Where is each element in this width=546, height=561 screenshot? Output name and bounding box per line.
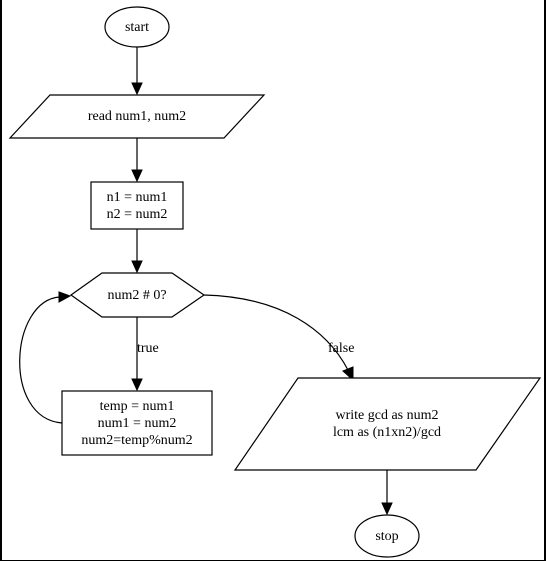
- edge-loop-cond: [19, 296, 63, 424]
- node-assign: n1 = num1 n2 = num2: [90, 181, 184, 230]
- arrowhead-cond-output: [342, 366, 354, 382]
- arrowhead-assign-cond: [131, 260, 143, 274]
- arrowhead-output-stop: [381, 502, 393, 516]
- node-start: start: [104, 6, 170, 48]
- node-stop: stop: [354, 514, 420, 558]
- node-read-input: read num1, num2: [8, 94, 266, 139]
- node-start-label: start: [125, 20, 149, 35]
- arrowhead-loop-cond: [58, 291, 72, 303]
- node-read-label: read num1, num2: [88, 109, 186, 124]
- node-loop-line-3: num2=temp%num2: [81, 433, 192, 448]
- node-assign-line-1: n1 = num1: [107, 190, 168, 205]
- edge-cond-output: [203, 294, 349, 371]
- edge-label-false: false: [328, 341, 354, 356]
- node-loop-line-1: temp = num1: [100, 399, 175, 414]
- edge-label-true: true: [137, 341, 159, 356]
- node-assign-line-2: n2 = num2: [107, 207, 168, 222]
- node-output-line-1: write gcd as num2: [335, 408, 438, 423]
- node-loop-body: temp = num1 num1 = num2 num2=temp%num2: [61, 390, 213, 456]
- node-stop-label: stop: [375, 529, 398, 544]
- node-condition: num2 # 0?: [69, 272, 206, 318]
- node-output: write gcd as num2 lcm as (n1xn2)/gcd: [233, 377, 542, 471]
- node-loop-line-2: num1 = num2: [98, 416, 177, 431]
- arrowhead-cond-loop: [131, 378, 143, 392]
- node-output-line-2: lcm as (n1xn2)/gcd: [333, 425, 441, 440]
- node-condition-label: num2 # 0?: [107, 288, 166, 303]
- arrowhead-read-assign: [131, 169, 143, 183]
- arrowhead-start-read: [131, 82, 143, 96]
